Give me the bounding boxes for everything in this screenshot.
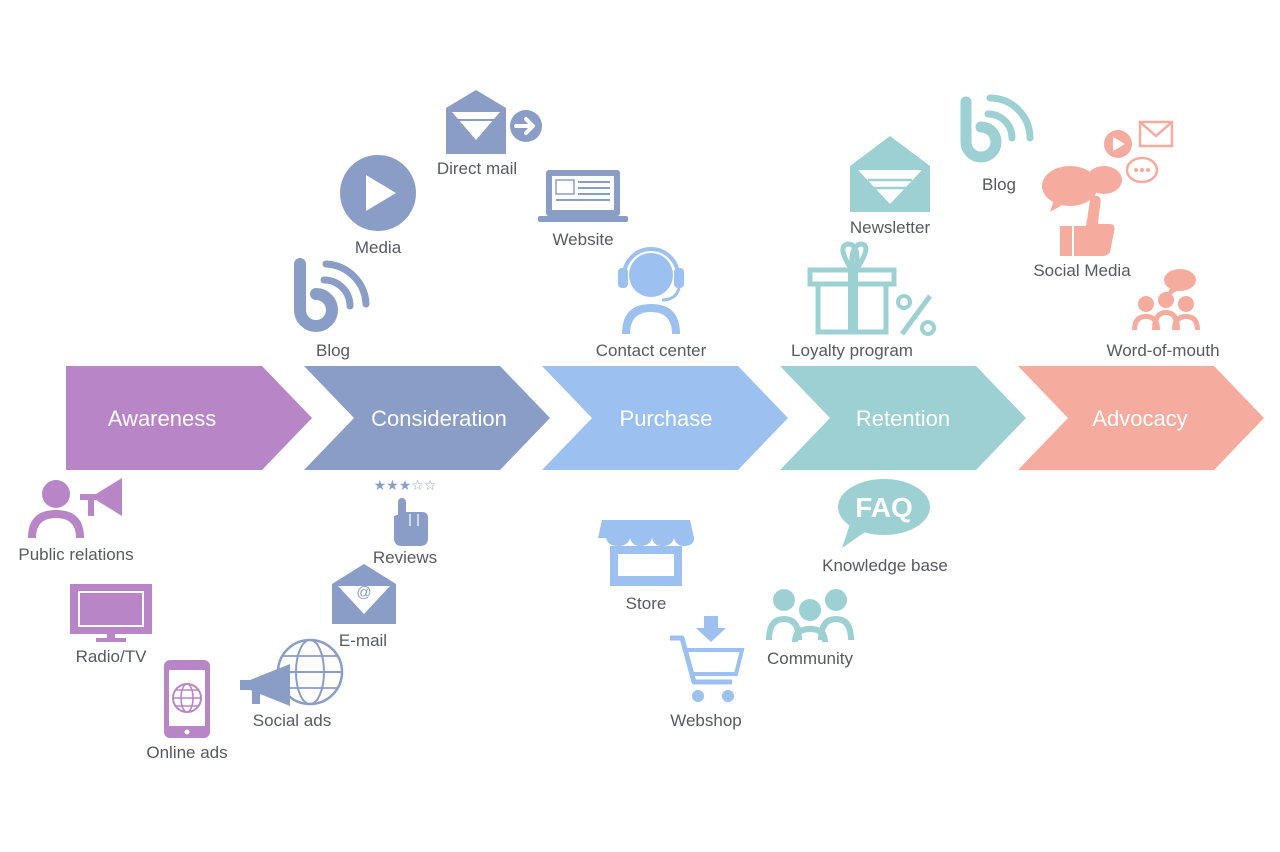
store-label: Store (626, 594, 667, 613)
channel-word-of-mouth: Word-of-mouth (1106, 269, 1220, 360)
channel-reviews: ★★★☆☆ Reviews (373, 478, 437, 567)
faq-badge-text: FAQ (855, 492, 913, 523)
channel-blog-consideration: Blog (294, 258, 370, 360)
website-label: Website (552, 230, 613, 249)
blog-icon (294, 258, 370, 332)
community-label: Community (767, 649, 853, 668)
email-envelope-icon: @ (332, 564, 396, 624)
channel-knowledge-base: FAQ Knowledge base (822, 479, 948, 575)
stage-purchase-arrow (542, 366, 788, 470)
public-relations-label: Public relations (18, 545, 133, 564)
stage-consideration: Consideration (304, 366, 550, 470)
gift-percent-icon (807, 241, 936, 336)
stage-retention-label: Retention (856, 406, 950, 431)
social-media-label: Social Media (1033, 261, 1131, 280)
headset-agent-icon (618, 247, 684, 334)
people-group-icon (766, 589, 854, 642)
stage-retention-arrow (780, 366, 1026, 470)
channel-webshop: Webshop (670, 616, 745, 730)
tv-icon (70, 584, 152, 642)
stage-retention: Retention (780, 366, 1026, 470)
channel-contact-center: Contact center (596, 247, 707, 360)
blog-consideration-label: Blog (316, 341, 350, 360)
blog-advocacy-label: Blog (982, 175, 1016, 194)
megaphone-person-icon (28, 478, 122, 538)
svg-text:★★★☆☆: ★★★☆☆ (374, 478, 437, 494)
storefront-icon (598, 520, 694, 586)
reviews-label: Reviews (373, 548, 437, 567)
knowledge-base-label: Knowledge base (822, 556, 948, 575)
channel-social-media: Social Media (1033, 120, 1174, 280)
webshop-label: Webshop (670, 711, 742, 730)
radio-tv-label: Radio/TV (76, 647, 148, 666)
loyalty-program-label: Loyalty program (791, 341, 913, 360)
channel-store: Store (598, 520, 694, 613)
stage-awareness-label: Awareness (108, 406, 216, 431)
channel-direct-mail: Direct mail (437, 90, 542, 178)
shopping-cart-icon (670, 616, 745, 702)
stage-advocacy-label: Advocacy (1092, 406, 1187, 431)
stage-advocacy-arrow (1018, 366, 1264, 470)
stage-advocacy: Advocacy (1018, 366, 1264, 470)
stage-purchase: Purchase (542, 366, 788, 470)
stage-awareness-arrow (66, 366, 312, 470)
email-label: E-mail (339, 631, 387, 650)
online-ads-label: Online ads (146, 743, 227, 762)
channel-online-ads: Online ads (146, 660, 228, 762)
faq-bubble-icon: FAQ (838, 479, 930, 548)
media-label: Media (355, 238, 402, 257)
contact-center-label: Contact center (596, 341, 707, 360)
megaphone-globe-icon (240, 638, 344, 706)
blog-icon (960, 94, 1034, 163)
channel-public-relations: Public relations (18, 478, 134, 564)
stage-awareness: Awareness (66, 366, 312, 470)
word-of-mouth-icon (1132, 269, 1200, 330)
channel-social-ads: Social ads (240, 638, 344, 730)
stage-purchase-label: Purchase (620, 406, 713, 431)
channel-loyalty-program: Loyalty program (791, 241, 936, 360)
channel-community: Community (766, 589, 854, 668)
channel-radio-tv: Radio/TV (70, 584, 152, 666)
envelope-icon (850, 136, 930, 212)
star-rating-hand-icon: ★★★☆☆ (374, 478, 437, 546)
social-ads-label: Social ads (253, 711, 331, 730)
laptop-icon (538, 170, 628, 222)
channel-website: Website (538, 170, 628, 249)
channel-newsletter: Newsletter (850, 136, 931, 237)
stage-consideration-arrow (304, 366, 550, 470)
smartphone-globe-icon (164, 660, 210, 738)
channel-media: Media (340, 155, 416, 257)
channel-blog-advocacy: Blog (960, 94, 1034, 194)
svg-text:@: @ (356, 584, 371, 601)
newsletter-label: Newsletter (850, 218, 931, 237)
envelope-arrow-icon (446, 90, 542, 154)
stage-consideration-label: Consideration (371, 406, 507, 431)
word-of-mouth-label: Word-of-mouth (1106, 341, 1219, 360)
play-icon (340, 155, 416, 231)
direct-mail-label: Direct mail (437, 159, 517, 178)
social-bubbles-icon (1042, 120, 1174, 256)
channel-email: @ E-mail (332, 564, 396, 650)
